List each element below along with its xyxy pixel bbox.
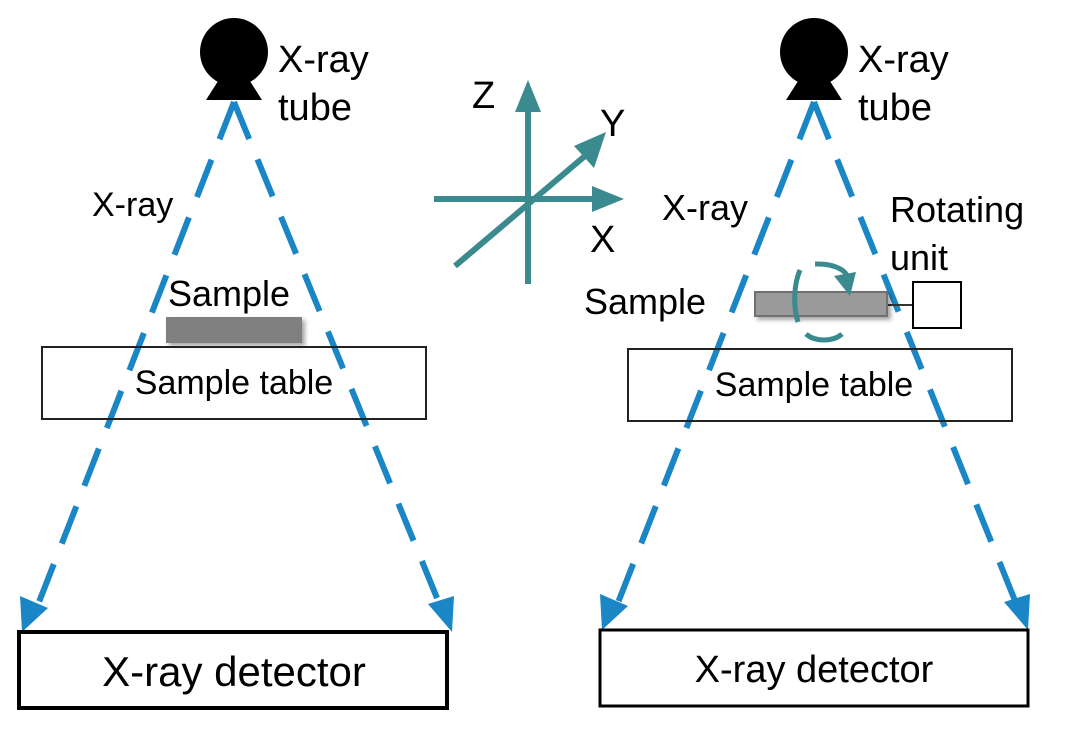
xray-tube-icon [780,18,848,100]
sample-table-box [41,346,427,420]
coordinate-axes: Z X Y [434,75,625,284]
xray-beam-right [231,100,449,622]
beam-label: X-ray [662,187,748,228]
detector-label: X-ray detector [102,648,366,695]
rotating-unit-box [912,281,962,329]
right-setup: X-ray tube X-ray Rotating unit Sample Sa… [584,18,1030,708]
x-arrowhead [592,186,624,212]
rotating-unit-label-line2: unit [890,237,948,278]
sample-label: Sample [168,273,290,314]
tube-label-line2: tube [858,87,932,129]
y-axis-label: Y [600,103,625,145]
xray-beam-left [29,100,237,622]
xray-tube-icon [200,18,268,100]
xray-detector-box [17,630,449,710]
sample-block [166,317,302,343]
z-arrowhead [515,80,541,112]
beam-arrowhead-left [600,594,628,630]
xray-detector-box [598,628,1030,708]
sample-table-label: Sample table [135,364,333,402]
beam-arrowhead-right [1004,594,1030,630]
rotating-unit-label-line1: Rotating [890,189,1024,230]
left-setup: X-ray tube X-ray Sample Sample table X-r… [17,18,454,710]
sample-block [754,291,888,317]
z-axis-label: Z [472,75,495,117]
rotation-arrow-icon [792,261,856,343]
beam-arrowhead-left [20,596,48,632]
y-axis [453,147,594,269]
tube-label-line2: tube [278,87,352,129]
sample-label: Sample [584,281,706,322]
x-axis-label: X [590,219,615,261]
sample-table-box [627,348,1013,422]
y-arrowhead [574,132,606,168]
tube-label-line1: X-ray [858,39,949,81]
xray-beam-right [811,100,1025,620]
beam-arrowhead-right [428,596,454,632]
tube-label-line1: X-ray [278,39,369,81]
sample-table-label: Sample table [715,366,913,404]
xray-beam-left [609,100,817,620]
detector-label: X-ray detector [695,649,934,691]
beam-label: X-ray [92,186,173,224]
